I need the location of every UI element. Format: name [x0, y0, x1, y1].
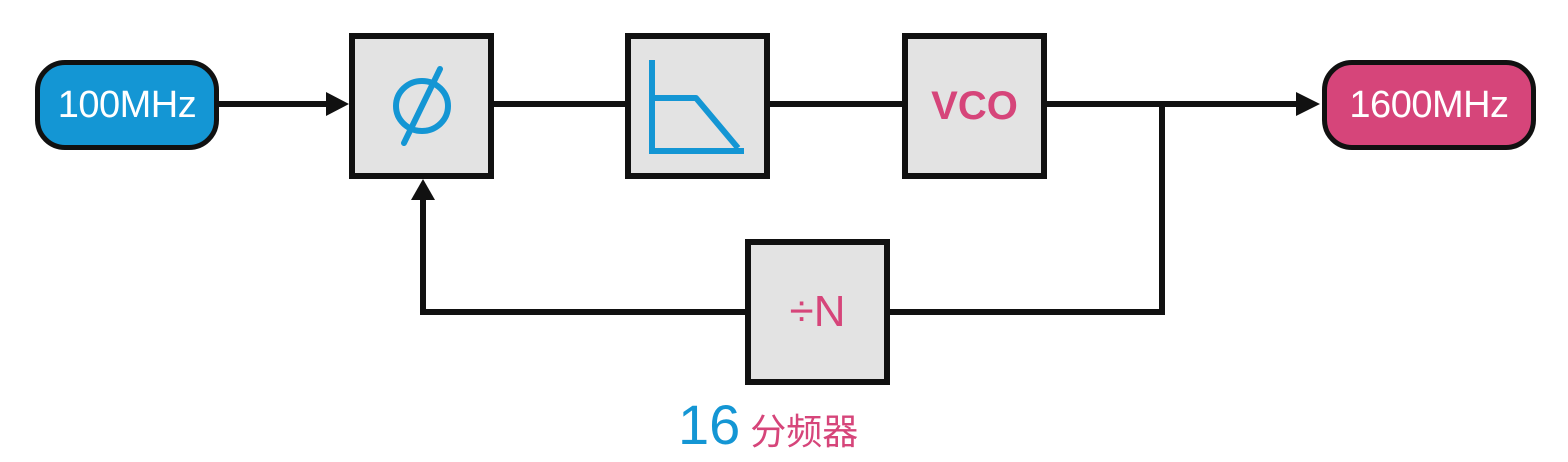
vco-block: VCO: [902, 33, 1047, 179]
input-frequency-pill: 100MHz: [35, 60, 219, 150]
divider-block: ÷ N: [745, 239, 890, 385]
divider-letter: N: [813, 287, 846, 336]
divider-caption: 16 分频器: [678, 392, 918, 456]
phase-symbol-icon: [392, 66, 451, 146]
divide-symbol: ÷: [789, 287, 814, 336]
output-frequency-label: 1600MHz: [1349, 83, 1509, 126]
arrow-into-output: [1296, 92, 1320, 116]
vco-label: VCO: [931, 83, 1018, 128]
loop-filter-block: [625, 33, 770, 179]
caption-number: 16: [678, 393, 741, 456]
arrow-into-pfd-bottom: [411, 179, 435, 200]
arrow-into-pfd: [326, 92, 349, 116]
caption-text: 分频器: [750, 412, 859, 453]
output-frequency-pill: 1600MHz: [1322, 60, 1536, 150]
lowpass-filter-icon: [648, 60, 744, 154]
input-frequency-label: 100MHz: [57, 83, 197, 126]
phase-detector-block: [349, 33, 494, 179]
wire-feedback-return: [420, 198, 745, 315]
wire-feedback-tap: [890, 104, 1165, 315]
